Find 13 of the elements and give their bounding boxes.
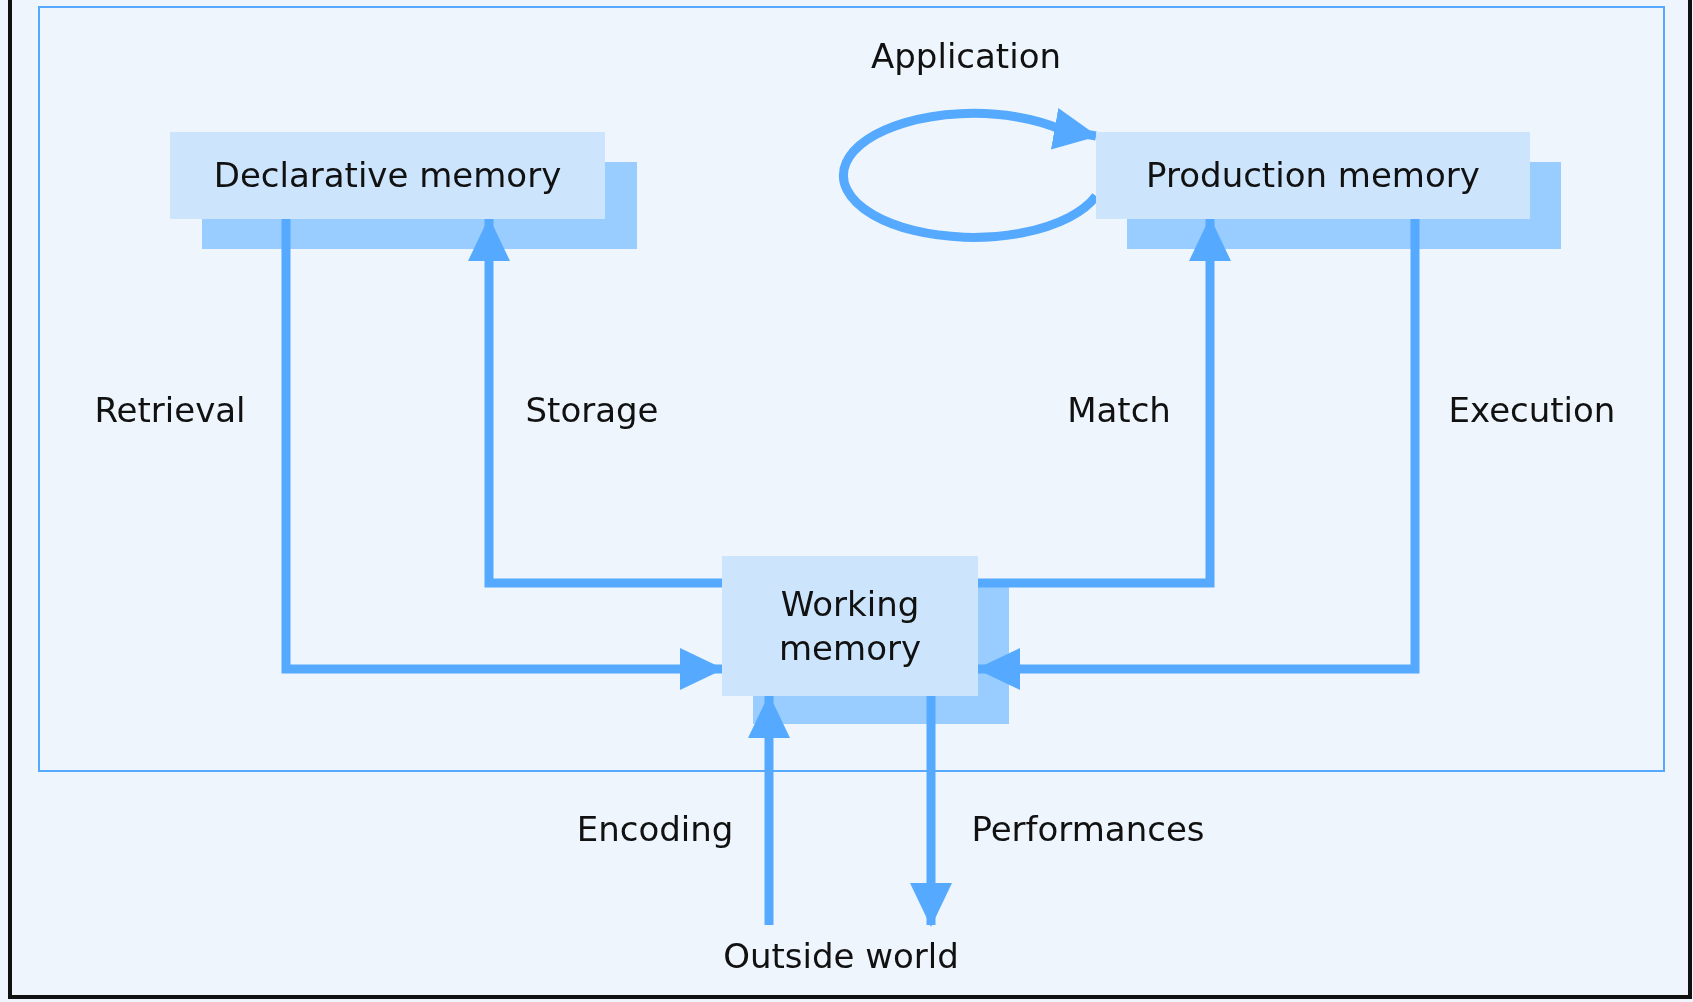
memory-box bbox=[170, 132, 605, 219]
arrow bbox=[976, 219, 1420, 690]
arrow bbox=[748, 694, 790, 925]
arrow bbox=[978, 217, 1231, 588]
memory-box bbox=[1096, 132, 1530, 219]
box-label: Production memory bbox=[1146, 154, 1480, 198]
node-text: Outside world bbox=[723, 934, 959, 978]
arrow bbox=[910, 696, 952, 927]
arrow bbox=[468, 217, 722, 588]
memory-box bbox=[722, 556, 978, 696]
box-label: Working memory bbox=[777, 582, 923, 670]
box-label: Declarative memory bbox=[213, 154, 562, 198]
arrow bbox=[281, 219, 724, 690]
